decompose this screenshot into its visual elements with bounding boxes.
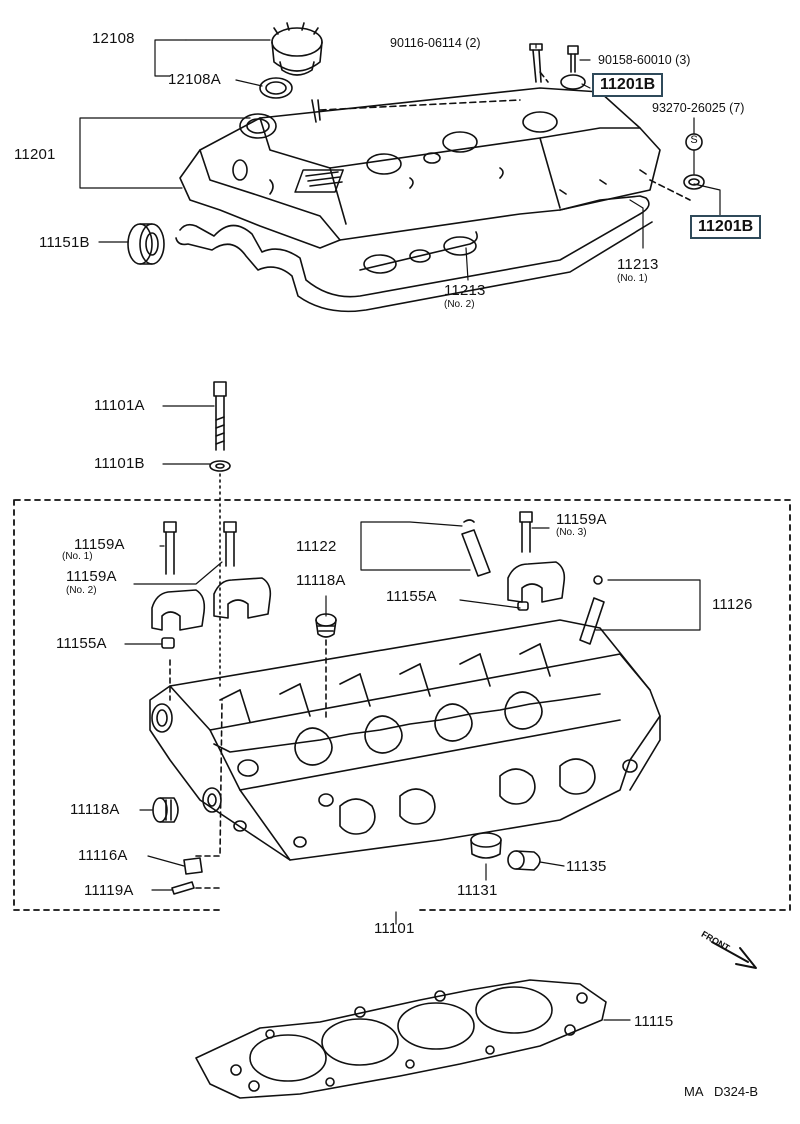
insulator-collar: [507, 850, 541, 871]
straight-pin: [171, 881, 195, 895]
label-11126[interactable]: 11126: [712, 596, 753, 613]
head-cover-gasket-no2: [359, 231, 478, 274]
head-bolt: [213, 381, 227, 451]
label-11119a[interactable]: 11119A: [84, 882, 134, 899]
label-12108[interactable]: 12108: [92, 30, 135, 47]
footer-code-a: MA: [684, 1084, 704, 1099]
knock-pin: [517, 601, 529, 611]
front-arrow: [711, 941, 757, 969]
label-11213-no2-sub: (No. 2): [444, 299, 475, 310]
filler-cap-gasket: [259, 77, 293, 99]
label-11101a[interactable]: 11101A: [94, 397, 145, 414]
label-11201b-side[interactable]: 11201B: [690, 215, 762, 239]
plug-tube-sleeve: [579, 575, 605, 645]
label-11131[interactable]: 11131: [457, 882, 498, 899]
camshaft-oil-seal: [127, 223, 165, 265]
label-11159a-no2[interactable]: 11159A: [66, 568, 117, 585]
label-11115[interactable]: 11115: [634, 1013, 674, 1030]
label-93270-26025[interactable]: 93270-26025 (7): [652, 101, 745, 115]
label-11135[interactable]: 11135: [566, 858, 607, 875]
label-11101[interactable]: 11101: [374, 920, 415, 937]
label-11213-no1-sub: (No. 1): [617, 273, 648, 284]
label-11213-no1[interactable]: 11213: [617, 256, 659, 273]
cylinder-head-gasket: [195, 979, 607, 1099]
locator-line: [195, 699, 223, 857]
cam-cap-bolt-no1: [163, 521, 177, 575]
head-bolt-washer: [209, 460, 231, 472]
label-11118a-left[interactable]: 11118A: [70, 801, 120, 818]
label-11118a-top[interactable]: 11118A: [296, 572, 346, 589]
label-11101b[interactable]: 11101B: [94, 455, 145, 472]
label-11116a[interactable]: 11116A: [78, 847, 128, 864]
label-11159a-no3-sub: (No. 3): [556, 527, 587, 538]
cylinder-head: [149, 619, 661, 861]
label-11159a-no2-sub: (No. 2): [66, 585, 97, 596]
screw-plug: [315, 613, 337, 638]
label-11159a-no1[interactable]: 11159A: [74, 536, 125, 553]
label-11159a-no3[interactable]: 11159A: [556, 511, 607, 528]
label-11122[interactable]: 11122: [296, 538, 337, 555]
cover-stud: [311, 99, 321, 123]
label-90116-06114[interactable]: 90116-06114 (2): [390, 36, 481, 50]
locator-line: [319, 99, 521, 111]
seal-washer: [683, 174, 705, 190]
locator-line: [649, 179, 691, 201]
footer-code-b: D324-B: [714, 1084, 759, 1099]
locator-line: [539, 71, 549, 83]
label-12108a[interactable]: 12108A: [168, 71, 221, 88]
cam-cap-bolt-no2: [223, 521, 237, 567]
screw-plug-side: [152, 797, 179, 823]
label-11151b[interactable]: 11151B: [39, 234, 90, 251]
seal-symbol-label: S: [690, 134, 698, 146]
oil-filler-cap: [271, 22, 323, 76]
head-cover-gasket-no1: [175, 195, 653, 313]
label-11155a-right[interactable]: 11155A: [386, 588, 437, 605]
label-11213-no2[interactable]: 11213: [444, 282, 486, 299]
cover-screw: [529, 43, 543, 83]
insulator-ring: [470, 832, 502, 859]
label-11159a-no1-sub: (No. 1): [62, 551, 93, 562]
cylinder-head-cover: [179, 87, 661, 249]
cam-cap-bolt-no3: [519, 511, 533, 553]
label-11201b-top[interactable]: 11201B: [592, 73, 664, 97]
label-90158-60010[interactable]: 90158-60010 (3): [598, 53, 691, 67]
cover-bolt: [560, 45, 586, 90]
label-11201[interactable]: 11201: [14, 146, 56, 163]
cylinder-head-plug: [183, 857, 203, 875]
spark-plug-tube: [461, 519, 491, 577]
assembly-frame: [13, 499, 791, 911]
knock-pin: [161, 637, 175, 649]
label-11155a-left[interactable]: 11155A: [56, 635, 107, 652]
leader-lines: [79, 39, 721, 1021]
camshaft-bearing-cap: [151, 561, 566, 631]
